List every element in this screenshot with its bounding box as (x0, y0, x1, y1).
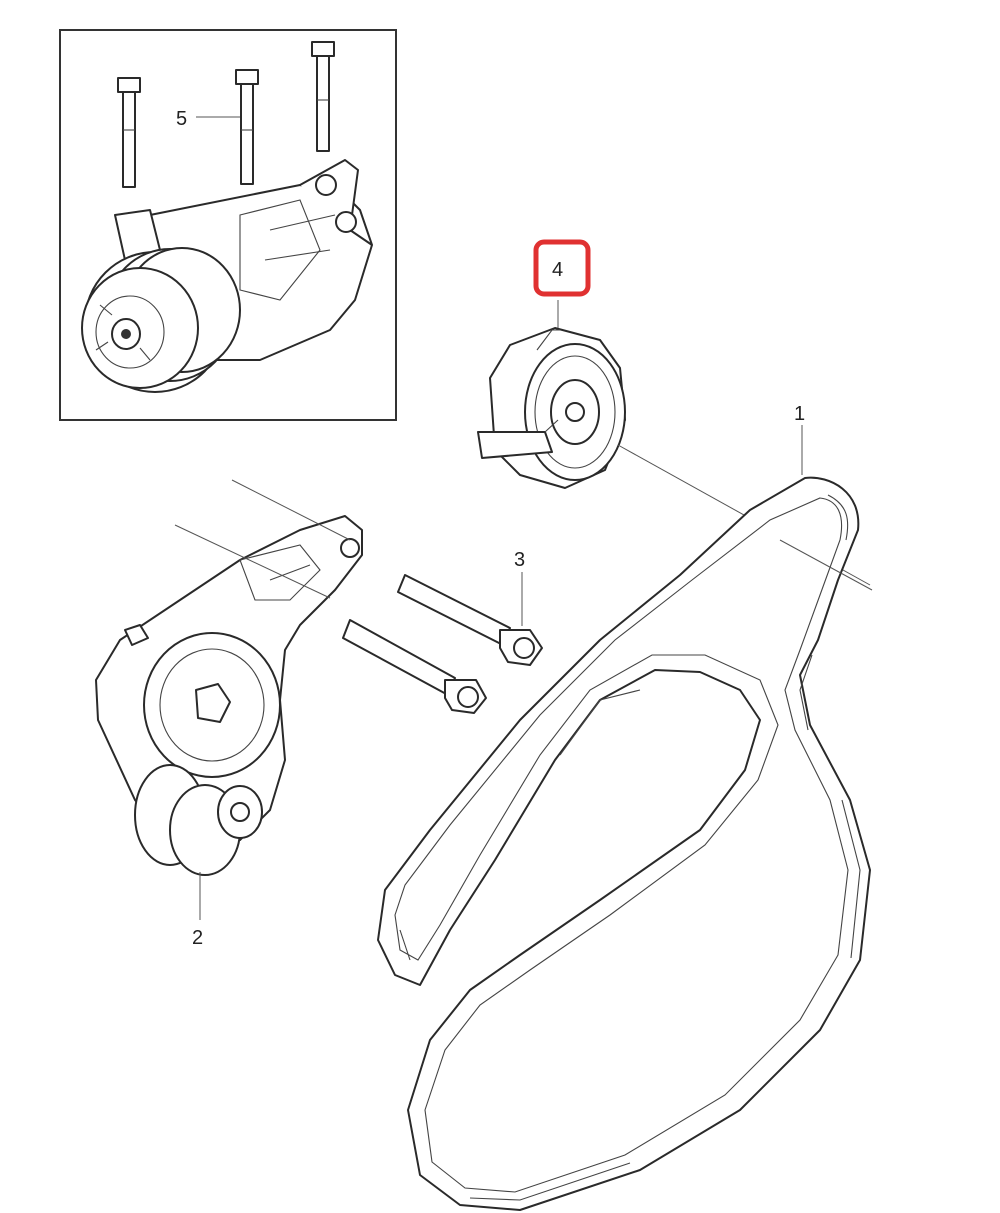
callout-1-label: 1 (794, 403, 805, 425)
belt-icon[interactable] (377, 425, 873, 1211)
inset-compressor-panel: 5 (59, 29, 397, 421)
tensioner-icon[interactable] (95, 479, 363, 920)
callout-4-highlight[interactable]: 4 (533, 239, 591, 297)
ac-compressor-icon[interactable] (81, 159, 373, 393)
callout-3-label: 3 (514, 549, 525, 571)
compressor-bolt-icon[interactable] (117, 41, 335, 188)
callout-5-label: 5 (176, 108, 187, 130)
callout-2-label: 2 (192, 927, 203, 949)
callout-4-label: 4 (552, 259, 563, 281)
idler-pulley-icon[interactable] (477, 300, 871, 586)
bolt-icon[interactable] (342, 572, 543, 714)
